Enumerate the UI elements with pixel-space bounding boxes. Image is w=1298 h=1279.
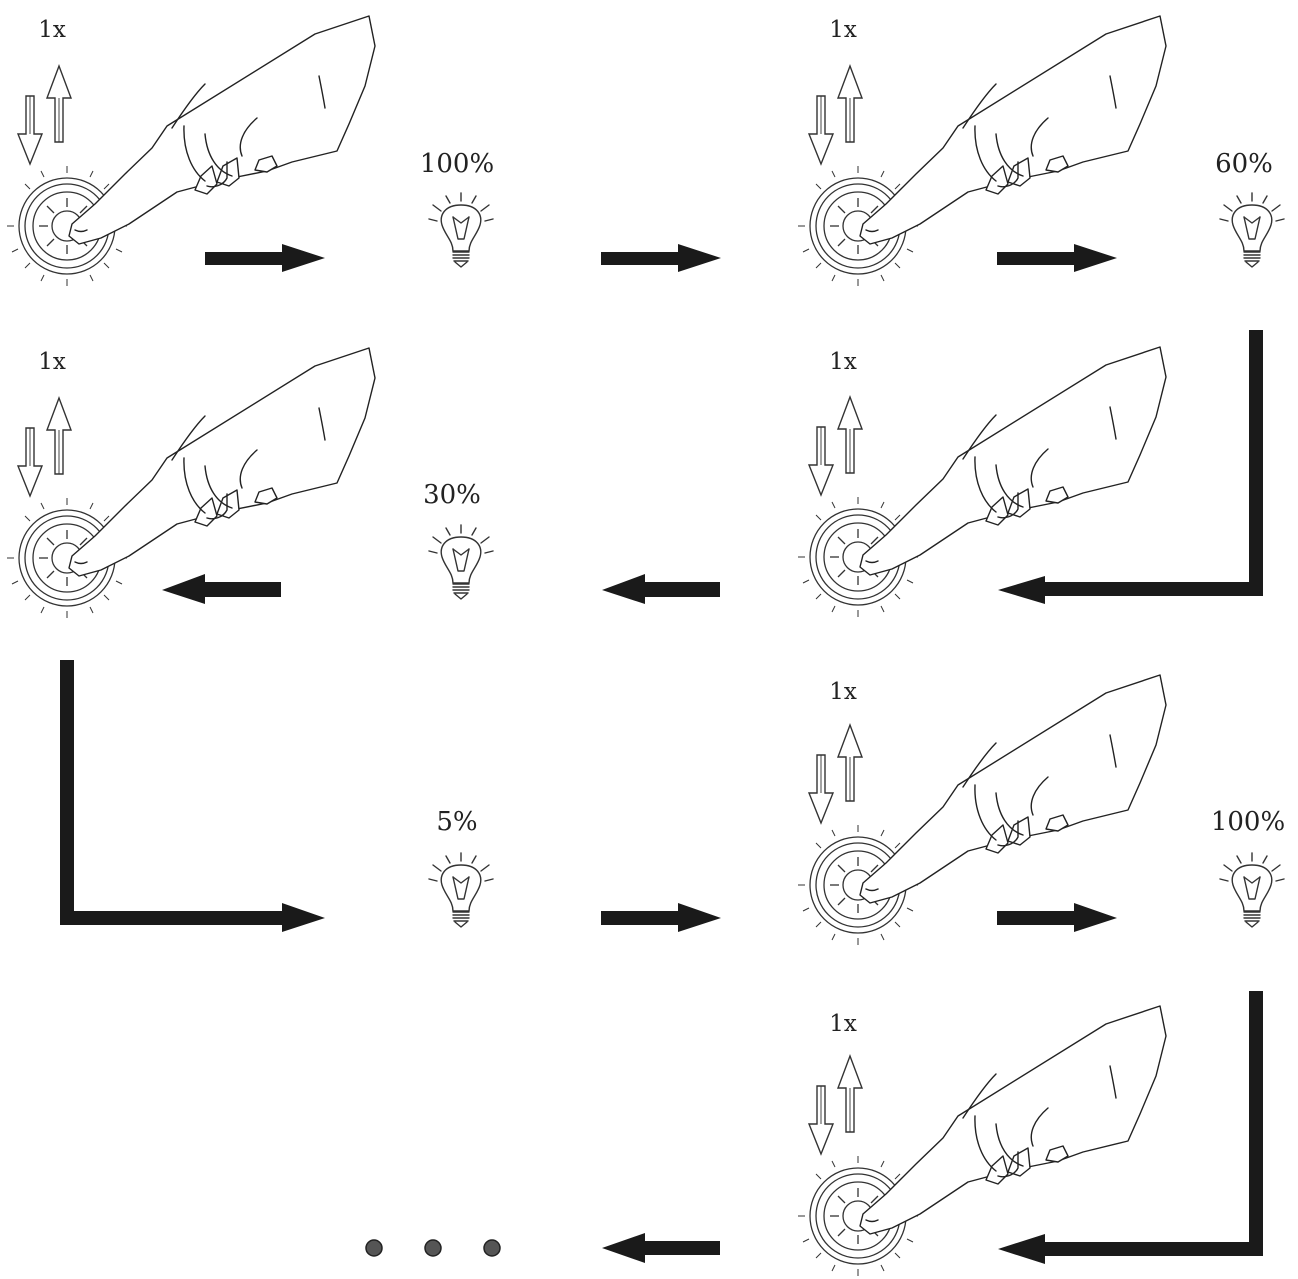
step-6: 1x	[797, 1005, 1167, 1277]
brightness-label: 100%	[420, 149, 494, 179]
brightness-label: 100%	[1211, 807, 1285, 837]
step-5: 1x 100%	[797, 674, 1285, 946]
hand-pressing-icon	[797, 674, 1167, 946]
brightness-label: 30%	[423, 480, 481, 510]
dot	[365, 1239, 383, 1257]
flow-arrow	[602, 1233, 720, 1263]
continuation-dots	[365, 1239, 501, 1257]
flow-arrow	[60, 660, 325, 932]
flow-arrow	[602, 574, 720, 604]
step-4: 5%	[428, 807, 494, 928]
light-bulb-icon	[428, 524, 494, 600]
brightness-label: 60%	[1215, 149, 1273, 179]
flow-arrow	[601, 903, 721, 932]
flow-arrow	[997, 903, 1117, 932]
press-count-label: 1x	[829, 349, 857, 375]
flow-arrow	[162, 574, 281, 604]
step-2: 1x 60%	[797, 15, 1285, 287]
dot	[483, 1239, 501, 1257]
light-bulb-icon	[1219, 852, 1285, 928]
brightness-label: 5%	[436, 807, 477, 837]
hand-pressing-icon	[797, 1005, 1167, 1277]
light-bulb-icon	[1219, 192, 1285, 268]
press-count-label: 1x	[829, 1011, 857, 1037]
hand-pressing-icon	[6, 347, 376, 619]
press-count-label: 1x	[38, 349, 66, 375]
flow-arrow	[997, 244, 1117, 272]
light-bulb-icon	[428, 192, 494, 268]
step-3: 1x 30%	[6, 347, 494, 619]
step-4-presser: 1x	[797, 346, 1167, 618]
hand-pressing-icon	[797, 15, 1167, 287]
press-count-label: 1x	[38, 17, 66, 43]
step-1: 1x 100%	[6, 15, 494, 287]
hand-pressing-icon	[797, 346, 1167, 618]
flow-arrow	[601, 244, 721, 272]
dot	[424, 1239, 442, 1257]
press-count-label: 1x	[829, 17, 857, 43]
light-bulb-icon	[428, 852, 494, 928]
flow-arrow	[205, 244, 325, 272]
hand-pressing-icon	[6, 15, 376, 287]
press-count-label: 1x	[829, 679, 857, 705]
